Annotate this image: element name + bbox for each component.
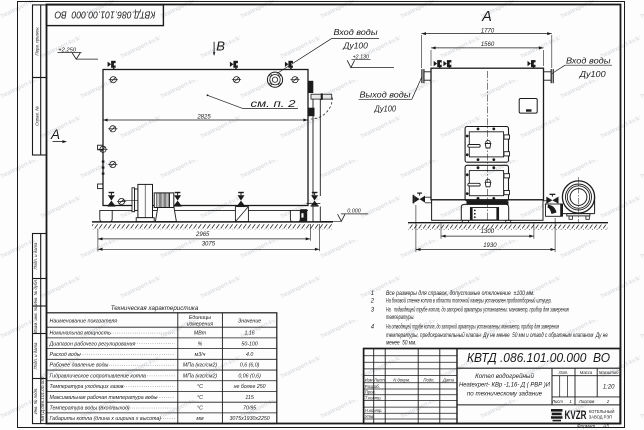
svg-text:не более 250: не более 250 bbox=[234, 384, 266, 390]
svg-text:Вход воды: Вход воды bbox=[334, 28, 378, 37]
svg-text:+2.130: +2.130 bbox=[353, 55, 369, 61]
svg-text:1:20: 1:20 bbox=[603, 385, 615, 391]
svg-text:3075х1930х2250: 3075х1930х2250 bbox=[229, 416, 269, 422]
svg-text:N докум.: N докум. bbox=[393, 378, 410, 383]
svg-text:В: В bbox=[216, 39, 225, 54]
svg-text:Изм: Изм bbox=[365, 378, 373, 383]
svg-text:Гидравлическое сопротивление к: Гидравлическое сопротивление котла bbox=[50, 373, 147, 379]
svg-text:Разраб.: Разраб. bbox=[365, 384, 380, 389]
svg-text:2965: 2965 bbox=[195, 232, 210, 238]
svg-text:50-100: 50-100 bbox=[241, 341, 257, 347]
svg-text:3: 3 bbox=[371, 307, 375, 313]
svg-text:70/95: 70/95 bbox=[243, 406, 256, 412]
svg-text:Температура воды (вход/выход): Температура воды (вход/выход) bbox=[50, 406, 130, 412]
svg-text:1770: 1770 bbox=[481, 28, 495, 34]
svg-text:КВТД.086.101.00.000 ВО: КВТД.086.101.00.000 ВО bbox=[54, 9, 155, 20]
svg-text:1930: 1930 bbox=[483, 243, 497, 249]
svg-text:Подп. и дата: Подп. и дата bbox=[33, 342, 38, 370]
svg-text:1: 1 bbox=[569, 399, 571, 404]
svg-text:2: 2 bbox=[370, 299, 375, 305]
svg-text:4: 4 bbox=[371, 325, 375, 331]
svg-text:°С: °С bbox=[197, 384, 203, 390]
svg-text:Взам. инв. №: Взам. инв. № bbox=[33, 306, 38, 333]
svg-text:°С: °С bbox=[197, 395, 203, 401]
svg-text:Подп.: Подп. bbox=[423, 378, 434, 383]
svg-text:Лист: Лист bbox=[551, 399, 563, 404]
svg-text:Листов: Листов bbox=[578, 399, 595, 404]
svg-text:по техническому задание: по техническому задание bbox=[467, 390, 543, 397]
svg-text:Наименование показателя: Наименование показателя bbox=[50, 318, 118, 324]
svg-text:1560: 1560 bbox=[481, 42, 495, 48]
svg-text:ЗАВОД РЭП: ЗАВОД РЭП bbox=[589, 415, 612, 420]
svg-text:Единицы: Единицы bbox=[189, 315, 211, 321]
svg-text:Габариты котла (длина х ширина: Габариты котла (длина х ширина х высота) bbox=[50, 416, 162, 422]
svg-text:м3/ч: м3/ч bbox=[195, 352, 206, 358]
svg-text:Перв. примен.: Перв. примен. bbox=[35, 26, 40, 55]
svg-text:Расход воды: Расход воды bbox=[50, 352, 81, 358]
svg-text:КВТД .086.101.00.000 ВО: КВТД .086.101.00.000 ВО bbox=[467, 351, 610, 365]
svg-text:0,6 (6,0): 0,6 (6,0) bbox=[240, 363, 260, 369]
svg-text:Все размеры для справок, допус: Все размеры для справок, допустимые откл… bbox=[386, 291, 535, 297]
svg-text:Значение: Значение bbox=[238, 318, 261, 324]
svg-text:Лист: Лист bbox=[373, 378, 385, 383]
svg-text:Масса: Масса bbox=[580, 370, 593, 375]
svg-text:На боковой стенке котла в обла: На боковой стенке котла в области топочн… bbox=[386, 298, 552, 305]
svg-text:Масштаб: Масштаб bbox=[599, 370, 619, 375]
svg-text:%: % bbox=[198, 341, 203, 347]
svg-text:°С: °С bbox=[197, 406, 203, 412]
svg-text:мм: мм bbox=[196, 416, 204, 422]
svg-text:1300: 1300 bbox=[481, 229, 495, 235]
svg-text:МПа (кгс/см2): МПа (кгс/см2) bbox=[183, 373, 218, 379]
svg-text:А: А bbox=[50, 127, 60, 142]
svg-text:Формат: Формат bbox=[577, 424, 595, 429]
svg-text:Техническая характеристика: Техническая характеристика bbox=[111, 305, 199, 312]
svg-text:Пров.: Пров. bbox=[365, 390, 376, 395]
svg-text:Подп. и дата: Подп. и дата bbox=[33, 242, 38, 270]
svg-text:измерения: измерения bbox=[187, 321, 214, 327]
svg-text:0.000: 0.000 bbox=[347, 209, 361, 215]
svg-text:Котел водогрейный: Котел водогрейный bbox=[475, 373, 534, 380]
svg-text:МПа (кгс/см2): МПа (кгс/см2) bbox=[183, 363, 218, 369]
svg-text:Выход воды: Выход воды bbox=[360, 91, 411, 100]
svg-text:3075: 3075 bbox=[202, 241, 216, 247]
svg-text:А: А bbox=[481, 9, 492, 25]
svg-text:На отводящей трубе котла ,до з: На отводящей трубе котла ,до запорной ар… bbox=[386, 324, 560, 331]
svg-text:1,16: 1,16 bbox=[244, 331, 254, 337]
svg-text:1: 1 bbox=[371, 291, 374, 297]
svg-text:Н.контр.: Н.контр. bbox=[365, 408, 383, 413]
svg-text:KVZR: KVZR bbox=[565, 410, 587, 422]
svg-text:Ду100: Ду100 bbox=[578, 70, 606, 79]
svg-text:Инв. № подл.: Инв. № подл. bbox=[33, 388, 38, 415]
svg-text:Вход воды: Вход воды bbox=[566, 57, 611, 66]
svg-text:Справ. №: Справ. № bbox=[35, 106, 40, 126]
svg-text:КВТД.086.101.00.000: КВТД.086.101.00.000 bbox=[40, 376, 45, 421]
svg-text:Лит.: Лит. bbox=[558, 370, 569, 375]
svg-text:2: 2 bbox=[606, 399, 610, 404]
svg-text:На подводящей трубе котла, д: На подводящей трубе котла, до запорной а… bbox=[386, 306, 569, 313]
svg-text:менее 50 мм.: менее 50 мм. bbox=[386, 340, 417, 346]
svg-text:Ду100: Ду100 bbox=[342, 42, 368, 51]
svg-text:КОТЕЛЬНЫЙ: КОТЕЛЬНЫЙ bbox=[589, 409, 615, 414]
svg-text:Утв.: Утв. bbox=[365, 414, 375, 419]
svg-text:2825: 2825 bbox=[196, 114, 211, 120]
svg-text:Максимальная рабочая температу: Максимальная рабочая температура воды bbox=[50, 395, 158, 401]
svg-text:А3: А3 bbox=[602, 424, 609, 429]
svg-text:Номинальная мощность: Номинальная мощность bbox=[50, 331, 112, 337]
svg-text:температуры, предохранительный: температуры, предохранительный клапан Ду… bbox=[386, 332, 608, 339]
svg-text:Инв. № дубл.: Инв. № дубл. bbox=[33, 279, 38, 305]
svg-text:МВт: МВт bbox=[194, 331, 207, 337]
svg-text:115: 115 bbox=[245, 395, 253, 401]
svg-text:Рабочее давление воды: Рабочее давление воды bbox=[50, 363, 109, 369]
svg-text:Ду100: Ду100 bbox=[374, 105, 397, 114]
svg-text:+2.250: +2.250 bbox=[58, 47, 77, 53]
svg-text:см. п. 2: см. п. 2 bbox=[251, 98, 296, 110]
svg-text:4.0: 4.0 bbox=[246, 352, 253, 358]
svg-text:температуры.: температуры. bbox=[386, 315, 415, 321]
svg-text:Температура уходящих газов: Температура уходящих газов bbox=[50, 384, 124, 390]
svg-text:Диапазон рабочего регулировани: Диапазон рабочего регулирования bbox=[49, 341, 136, 347]
svg-text:Дата: Дата bbox=[442, 378, 455, 383]
svg-text:Heatexpert- КВр -1,16- Д ( РВР: Heatexpert- КВр -1,16- Д ( РВР )И bbox=[459, 382, 551, 389]
svg-text:Т.контр.: Т.контр. bbox=[365, 395, 382, 400]
svg-text:0,06 (0,6): 0,06 (0,6) bbox=[238, 373, 261, 379]
